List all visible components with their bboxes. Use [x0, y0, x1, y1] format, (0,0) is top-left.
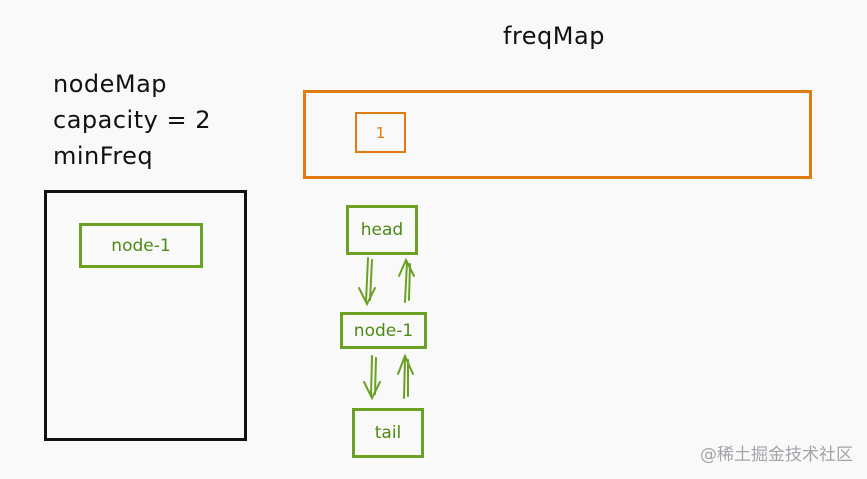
- list-head-node: head: [346, 205, 418, 255]
- list-node-1: node-1: [340, 312, 427, 349]
- nodemap-entry-node-1: node-1: [79, 223, 203, 268]
- arrow-head-to-node-down: [358, 257, 376, 307]
- watermark: @稀土掘金技术社区: [700, 445, 853, 465]
- arrow-tail-to-node-up: [397, 353, 414, 399]
- minfreq-label: minFreq: [53, 142, 154, 170]
- list-tail-node: tail: [352, 408, 424, 458]
- nodemap-label: nodeMap: [53, 70, 168, 98]
- nodemap-container: [44, 190, 247, 441]
- freqmap-title: freqMap: [503, 22, 605, 50]
- arrow-node-to-head-up: [398, 257, 415, 303]
- freqmap-container: [303, 90, 812, 179]
- arrow-node-to-tail-down: [363, 355, 381, 401]
- freqmap-key-1: 1: [355, 112, 406, 153]
- capacity-label: capacity = 2: [53, 106, 211, 134]
